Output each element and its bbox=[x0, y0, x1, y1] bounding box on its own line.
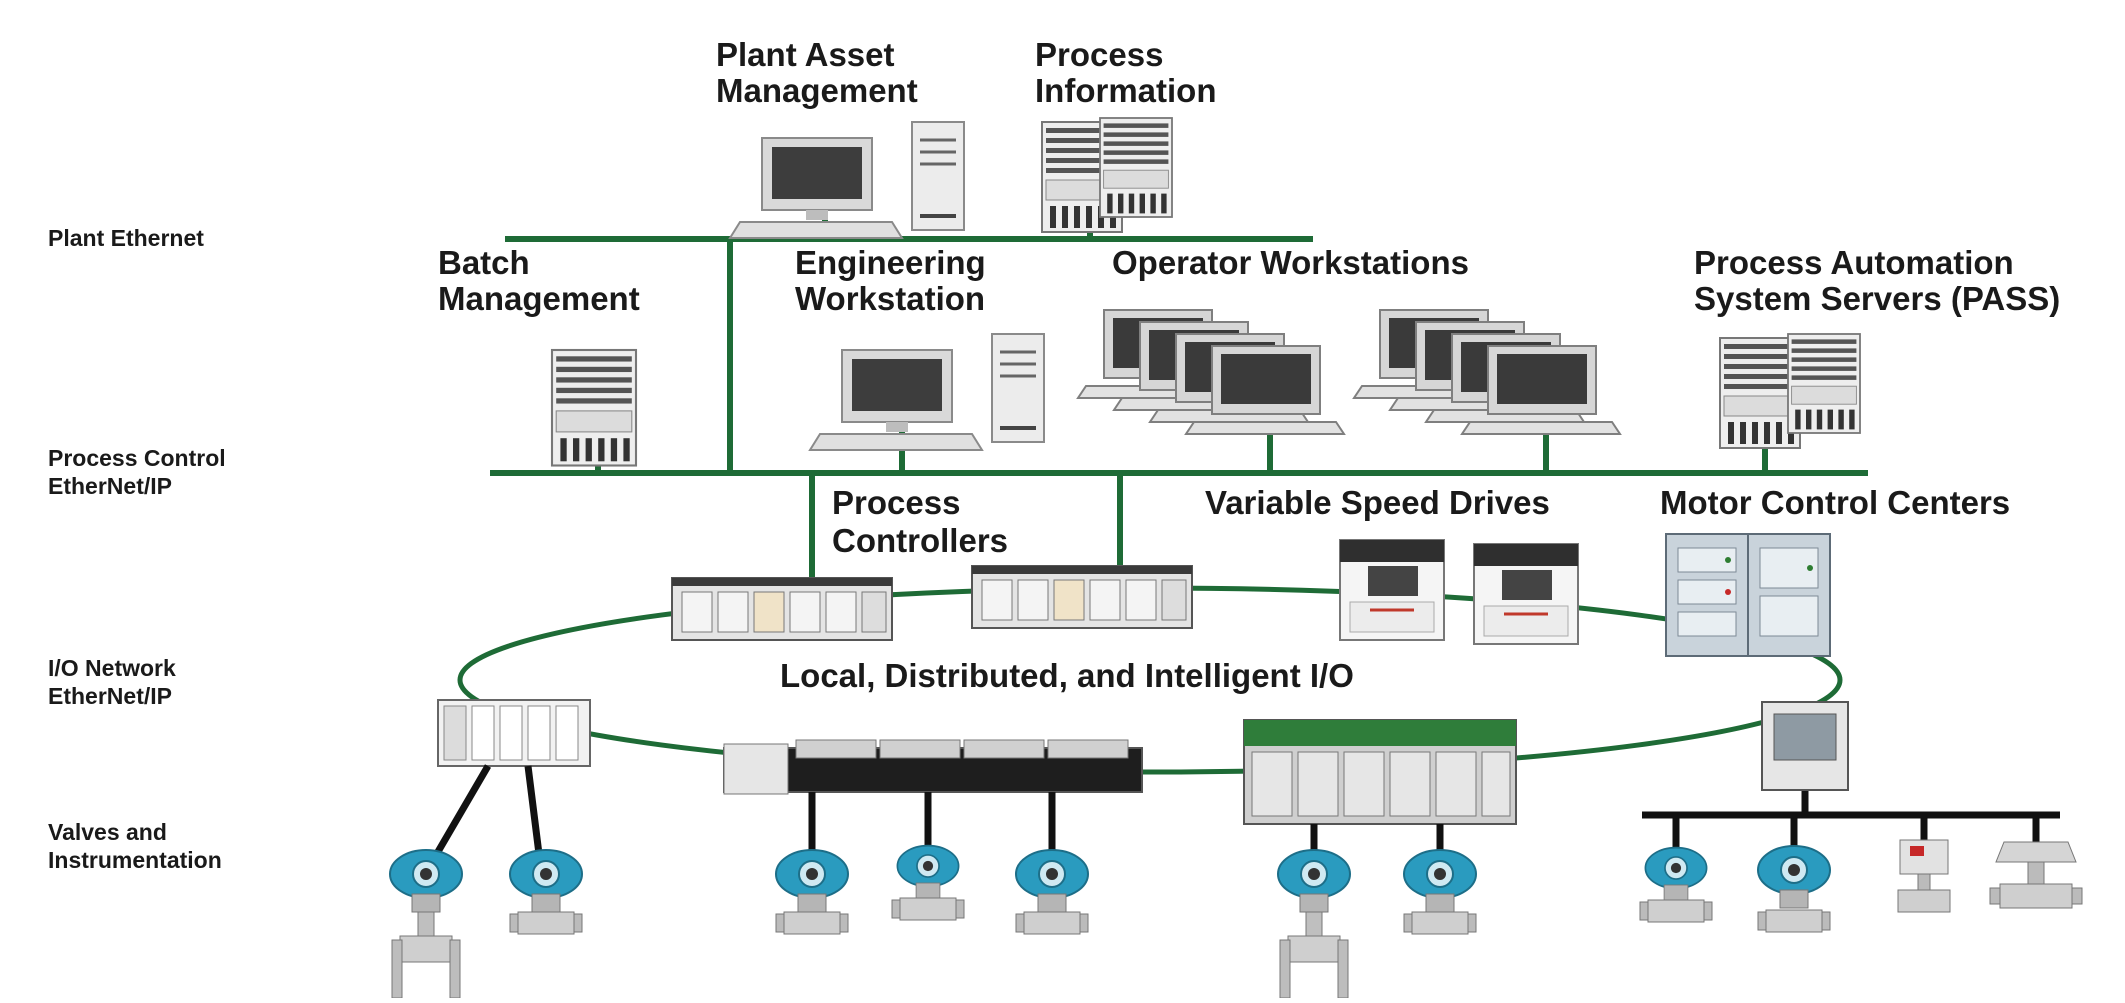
batch-server-icon bbox=[550, 348, 638, 467]
label-process: Process bbox=[1035, 36, 1163, 73]
valve-body-icon-2 bbox=[509, 911, 583, 935]
label-motor-control-centers: Motor Control Centers bbox=[1660, 484, 2010, 521]
actuated-valve-icon bbox=[1989, 841, 2083, 909]
transmitter-icon-2 bbox=[509, 849, 583, 913]
valve-body-icon-9 bbox=[1757, 909, 1831, 933]
operator-workstations-group-1 bbox=[1077, 309, 1345, 435]
valve-body-icon-3 bbox=[775, 911, 849, 935]
motor-control-center-icon bbox=[1665, 533, 1831, 657]
label-process-information: Information bbox=[1035, 72, 1216, 109]
fieldbus-gateway-icon bbox=[1761, 701, 1849, 791]
transmitter-icon-1 bbox=[389, 849, 463, 913]
level-label-io-network-ethernetip: EtherNet/IP bbox=[48, 683, 172, 709]
transmitter-icon-6 bbox=[1277, 849, 1351, 913]
label-operator-workstations: Operator Workstations bbox=[1112, 244, 1469, 281]
transmitter-icon-3 bbox=[775, 849, 849, 913]
transmitter-icon-4 bbox=[896, 844, 960, 900]
label-process-automation: Process Automation bbox=[1694, 244, 2014, 281]
label-plant-asset-management: Management bbox=[716, 72, 918, 109]
plant-asset-workstation-icon bbox=[728, 120, 966, 240]
variable-speed-drive-icon-2 bbox=[1472, 542, 1580, 646]
level-label-process-control-ethernetip: EtherNet/IP bbox=[48, 473, 172, 499]
process-controller-icon-1 bbox=[671, 577, 893, 641]
label-io: Local, Distributed, and Intelligent I/O bbox=[780, 657, 1354, 694]
level-label-valves: Valves and bbox=[48, 819, 167, 845]
process-info-server-icon-2 bbox=[1099, 117, 1173, 218]
control-valve-icon-1 bbox=[391, 911, 461, 999]
control-valve-icon-6 bbox=[1279, 911, 1349, 999]
label-batch-management: Management bbox=[438, 280, 640, 317]
pass-server-icon-2 bbox=[1787, 333, 1861, 434]
label-pass: System Servers (PASS) bbox=[1694, 280, 2060, 317]
label-batch: Batch bbox=[438, 244, 530, 281]
label-process: Process bbox=[832, 484, 960, 521]
positioner-valve-icon bbox=[1897, 839, 1951, 913]
operator-workstations-group-2 bbox=[1353, 309, 1621, 435]
level-label-process-control: Process Control bbox=[48, 445, 226, 471]
engineering-workstation-icon bbox=[808, 332, 1046, 452]
label-process-controllers: Controllers bbox=[832, 522, 1008, 559]
transmitter-icon-9 bbox=[1757, 845, 1831, 909]
io-rack-icon bbox=[723, 739, 1143, 795]
transmitter-icon-8 bbox=[1644, 846, 1708, 902]
label-engineering: Engineering bbox=[795, 244, 986, 281]
valve-body-icon-7 bbox=[1403, 911, 1477, 935]
transmitter-icon-5 bbox=[1015, 849, 1089, 913]
level-label-io-network: I/O Network bbox=[48, 655, 176, 681]
distributed-io-module-icon bbox=[437, 699, 591, 767]
transmitter-icon-7 bbox=[1403, 849, 1477, 913]
field-wire-1 bbox=[428, 764, 492, 864]
field-wire-2 bbox=[524, 765, 544, 863]
valve-body-icon-4 bbox=[891, 897, 965, 921]
level-label-plant-ethernet: Plant Ethernet bbox=[48, 225, 204, 251]
label-engineering-workstation: Workstation bbox=[795, 280, 985, 317]
intelligent-io-chassis-icon bbox=[1243, 719, 1517, 825]
valve-body-icon-8 bbox=[1639, 899, 1713, 923]
valve-body-icon-5 bbox=[1015, 911, 1089, 935]
variable-speed-drive-icon-1 bbox=[1338, 538, 1446, 642]
level-label-instrumentation: Instrumentation bbox=[48, 847, 222, 873]
label-variable-speed-drives: Variable Speed Drives bbox=[1205, 484, 1550, 521]
label-plant-asset: Plant Asset bbox=[716, 36, 895, 73]
process-controller-icon-2 bbox=[971, 565, 1193, 629]
